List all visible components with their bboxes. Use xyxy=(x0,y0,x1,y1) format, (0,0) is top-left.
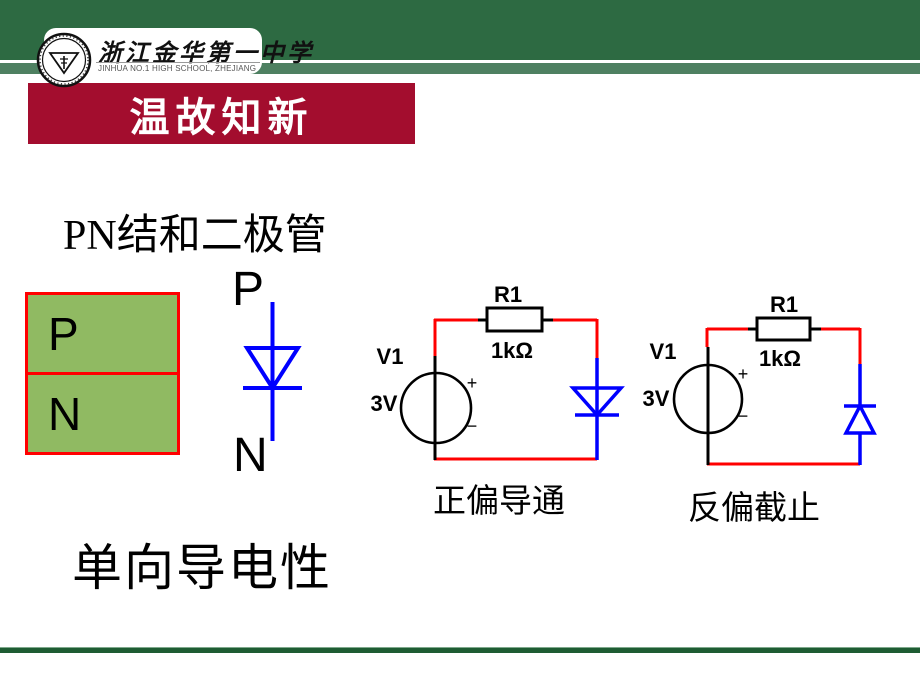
pn-cell-n: N xyxy=(48,387,82,440)
header-strip xyxy=(0,63,920,74)
title-banner: 温故知新 xyxy=(28,83,415,144)
source-value: 3V xyxy=(643,386,670,411)
resistor-value: 1kΩ xyxy=(491,338,533,363)
circuit-reverse-caption: 反偏截止 xyxy=(688,491,820,527)
school-name-en: JINHUA NO.1 HIGH SCHOOL, ZHEJIANG xyxy=(98,64,257,73)
school-logo-icon xyxy=(36,32,92,88)
source-name: V1 xyxy=(650,339,677,364)
resistor-body xyxy=(485,306,544,333)
conclusion-text: 单向导电性 xyxy=(72,540,332,596)
diode-p-label: P xyxy=(232,263,265,316)
resistor-name: R1 xyxy=(494,282,522,307)
diode-symbol-icon xyxy=(243,302,302,441)
circuit-forward-diagram: + − R1 1kΩ V1 3V xyxy=(371,282,625,461)
footer-line xyxy=(0,647,920,653)
circuit-forward-caption: 正偏导通 xyxy=(433,484,565,520)
plus-sign: + xyxy=(467,373,478,393)
pn-cell-p: P xyxy=(28,295,177,375)
plaque-divider xyxy=(96,62,260,63)
voltage-source xyxy=(399,371,473,445)
source-value: 3V xyxy=(371,391,398,416)
minus-sign: − xyxy=(738,406,749,426)
diode-forward-icon xyxy=(569,386,625,418)
circuit-reverse-diagram: + − R1 1kΩ V1 3V xyxy=(643,292,877,466)
section-heading: PN结和二极管 xyxy=(63,213,327,259)
banner-title: 温故知新 xyxy=(129,95,314,140)
voltage-source xyxy=(672,363,744,435)
plus-sign: + xyxy=(738,364,749,384)
source-name: V1 xyxy=(377,344,404,369)
resistor-value: 1kΩ xyxy=(759,346,801,371)
resistor-body xyxy=(755,316,812,342)
diode-n-label: N xyxy=(233,429,268,482)
minus-sign: − xyxy=(467,416,478,436)
pn-junction-diagram: P N xyxy=(25,292,180,455)
resistor-name: R1 xyxy=(770,292,798,317)
